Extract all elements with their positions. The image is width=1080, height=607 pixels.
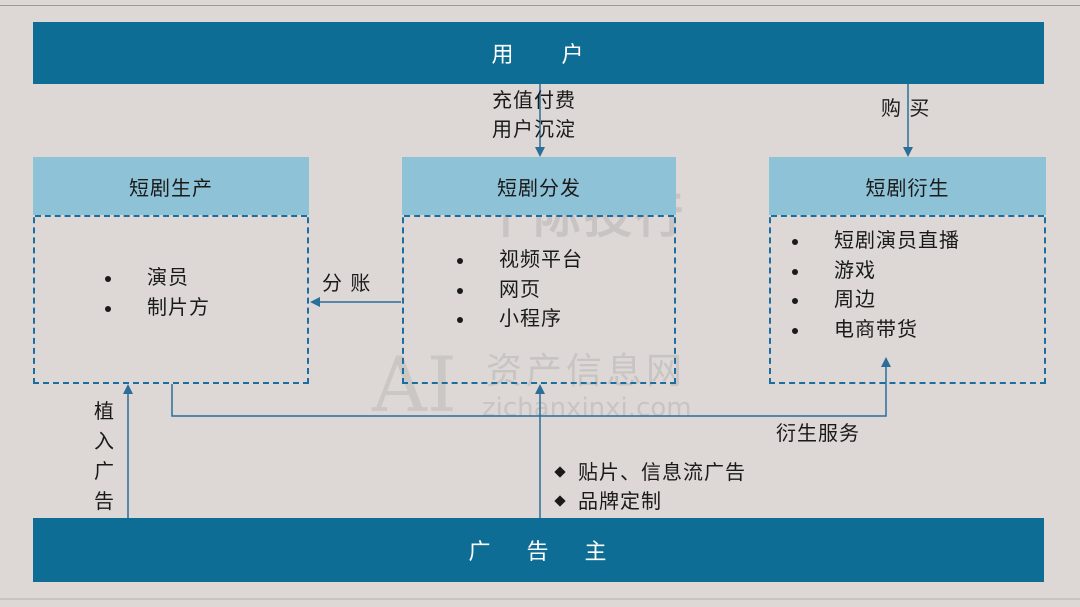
advertiser-bar-char-3: 主 — [584, 540, 609, 565]
flow-label-product-placement: 植 入 广 告 — [92, 396, 116, 516]
flow-label-recharge: 充值付费 — [492, 88, 576, 112]
flow-label-derivative-services: 衍生服务 — [776, 421, 860, 445]
distribution-box: 短剧分发 视频平台 网页 小程序 — [402, 157, 676, 384]
production-list: 演员 制片方 — [105, 263, 210, 322]
diamond-bullet-icon — [554, 466, 566, 478]
vchar: 植 — [94, 399, 114, 423]
diamond-bullet-icon — [554, 495, 566, 507]
watermark-ai: AI — [372, 340, 457, 429]
distribution-title: 短剧分发 — [402, 157, 676, 215]
user-bar-char-1: 用 — [491, 43, 516, 68]
flow-label-brand-custom: 品牌定制 — [554, 487, 662, 516]
user-bar-char-2: 户 — [561, 43, 586, 68]
vchar: 入 — [94, 429, 114, 453]
top-border-line — [0, 5, 1080, 6]
flow-label-purchase: 购 买 — [881, 96, 931, 120]
production-title: 短剧生产 — [33, 157, 309, 215]
list-item: 短剧演员直播 — [792, 226, 960, 256]
distribution-list: 视频平台 网页 小程序 — [457, 245, 583, 334]
brand-custom-text: 品牌定制 — [578, 489, 662, 513]
flow-label-ad-types: 贴片、信息流广告 — [554, 458, 746, 487]
vchar: 广 — [94, 459, 114, 483]
derivatives-box: 短剧衍生 短剧演员直播 游戏 周边 电商带货 — [769, 157, 1046, 384]
list-item: 游戏 — [792, 256, 960, 286]
derivatives-title: 短剧衍生 — [769, 157, 1046, 215]
derivatives-list: 短剧演员直播 游戏 周边 电商带货 — [792, 226, 960, 344]
list-item: 网页 — [457, 275, 583, 305]
list-item: 周边 — [792, 285, 960, 315]
vchar: 告 — [94, 489, 114, 513]
flow-label-user-retention: 用户沉淀 — [492, 117, 576, 141]
user-bar: 用 户 — [33, 22, 1044, 84]
bottom-border-line — [0, 598, 1080, 600]
arrow-production-to-derivatives — [171, 357, 891, 417]
list-item: 制片方 — [105, 293, 210, 323]
list-item: 视频平台 — [457, 245, 583, 275]
watermark-cn: 资产信息网 — [486, 351, 687, 392]
ad-type-text: 贴片、信息流广告 — [578, 460, 746, 484]
advertiser-bar-char-2: 告 — [526, 540, 551, 565]
production-box: 短剧生产 演员 制片方 — [33, 157, 309, 384]
watermark-url: zichanxinxi.com — [482, 393, 692, 423]
flow-label-revenue-share: 分 账 — [322, 271, 372, 295]
list-item: 演员 — [105, 263, 210, 293]
list-item: 电商带货 — [792, 315, 960, 345]
advertiser-bar: 广 告 主 — [33, 518, 1044, 582]
advertiser-bar-char-1: 广 — [468, 540, 493, 565]
list-item: 小程序 — [457, 304, 583, 334]
